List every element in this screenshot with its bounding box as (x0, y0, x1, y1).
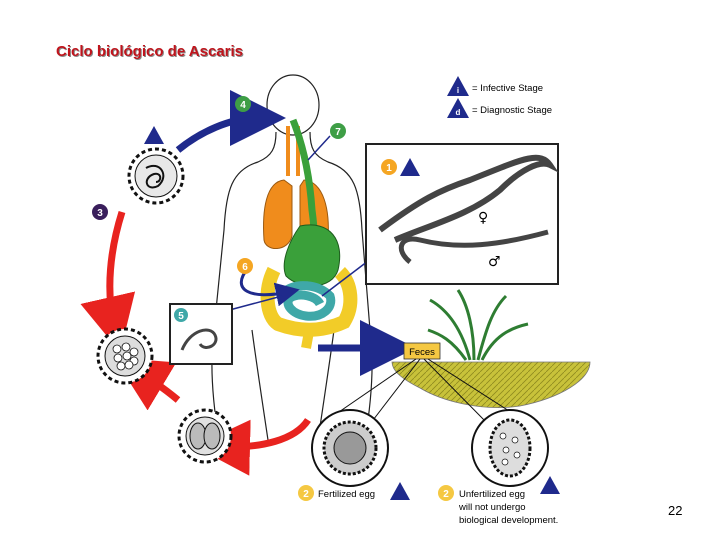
arrow-infective-egg-to-mouth (175, 90, 286, 153)
small-intestine (281, 281, 336, 321)
unfertilized-caption: 2 Unfertilized egg will not undergo biol… (438, 476, 560, 526)
infective-stage-icon: i (447, 76, 469, 96)
feces-box: Feces (403, 342, 441, 360)
male-symbol: ♂ (488, 254, 501, 270)
infective-symbol: i (457, 86, 459, 95)
diagnostic-stage-icon-fertilized (390, 482, 410, 500)
infective-egg (127, 147, 185, 205)
diagnostic-stage-icon: d (447, 98, 469, 118)
legend: i = Infective Stage d = Diagnostic Stage (447, 76, 552, 118)
step-7-badge: 7 (330, 123, 346, 139)
svg-text:2: 2 (443, 489, 449, 500)
adult-worms-panel: ♀ ♂ (365, 143, 559, 285)
leader-step-7 (307, 135, 331, 161)
svg-text:5: 5 (178, 311, 184, 322)
diagnostic-stage-icon-unfertilized (540, 476, 560, 494)
human-body-figure (211, 74, 373, 441)
female-symbol: ♀ (478, 210, 488, 226)
unfertilized-egg-label-3: biological development. (459, 515, 558, 526)
cycle-arrows-blue (175, 90, 416, 376)
large-intestine (260, 266, 358, 349)
leader-lines-eggs (335, 358, 521, 425)
arrow-3-to-egg-embryo (80, 210, 136, 353)
feces-label: Feces (409, 347, 435, 358)
svg-text:4: 4 (240, 100, 246, 111)
grass-plant (427, 289, 529, 361)
arrow-fertilized-egg-to-embryo (194, 417, 311, 476)
soil-ground (391, 361, 591, 408)
unfertilized-egg-label-1: Unfertilized egg (459, 489, 525, 500)
step-3-badge: 3 (92, 204, 108, 220)
step-1-badge: 1 (381, 158, 420, 176)
step-6-badge: 6 (237, 258, 253, 274)
step-5-badge: 5 (174, 308, 188, 322)
fertilized-egg (311, 409, 389, 487)
unfertilized-egg (471, 409, 549, 487)
svg-text:7: 7 (335, 127, 341, 138)
unfertilized-egg-label-2: will not undergo (458, 502, 526, 513)
page-title: Ciclo biológico de Ascaris (56, 43, 243, 60)
leader-adult-worms (321, 257, 373, 297)
infective-stage-icon-egg (144, 126, 164, 144)
svg-text:6: 6 (242, 262, 248, 273)
svg-text:1: 1 (386, 163, 392, 174)
diagnostic-stage-label: = Diagnostic Stage (472, 105, 552, 116)
diagnostic-stage-icon-adult (400, 158, 420, 176)
fertilized-egg-label: Fertilized egg (318, 489, 375, 500)
arrow-larvae-to-intestine (240, 267, 300, 307)
egg-two-cell (177, 408, 233, 464)
fertilized-caption: 2 Fertilized egg (298, 482, 410, 501)
step-4-badge: 4 (235, 96, 251, 112)
svg-text:3: 3 (97, 208, 103, 219)
stomach (283, 224, 341, 287)
diagnostic-symbol: d (456, 108, 461, 117)
svg-text:2: 2 (303, 489, 309, 500)
page-number: 22 (668, 503, 683, 518)
egg-morula (96, 327, 154, 385)
infective-stage-label: = Infective Stage (472, 83, 543, 94)
